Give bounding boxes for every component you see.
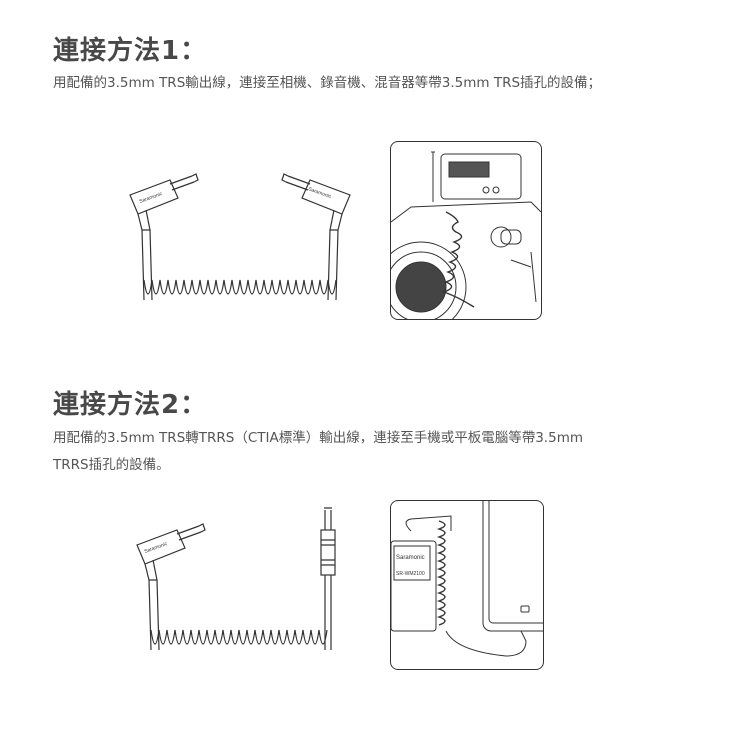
method2-title: 連接方法2： bbox=[53, 390, 208, 420]
method2-description-line2: TRRS插孔的設備。 bbox=[53, 457, 170, 473]
camera-connection-illustration bbox=[390, 141, 542, 320]
trs-coiled-cable-illustration: Saramonic Saramonic bbox=[129, 173, 351, 301]
phone-connection-illustration: Saramonic SR-WM2100 bbox=[390, 500, 544, 670]
method1-description: 用配備的3.5mm TRS輸出線，連接至相機、錄音機、混音器等帶3.5mm TR… bbox=[53, 75, 602, 91]
method2-description-line1: 用配備的3.5mm TRS轉TRRS（CTIA標準）輸出線，連接至手機或平板電腦… bbox=[53, 430, 583, 446]
receiver-logo: Saramonic bbox=[396, 555, 425, 561]
method1-title: 連接方法1： bbox=[53, 36, 208, 66]
receiver-model: SR-WM2100 bbox=[396, 571, 425, 577]
trs-to-trrs-coiled-cable-illustration: Saramonic bbox=[136, 507, 336, 651]
